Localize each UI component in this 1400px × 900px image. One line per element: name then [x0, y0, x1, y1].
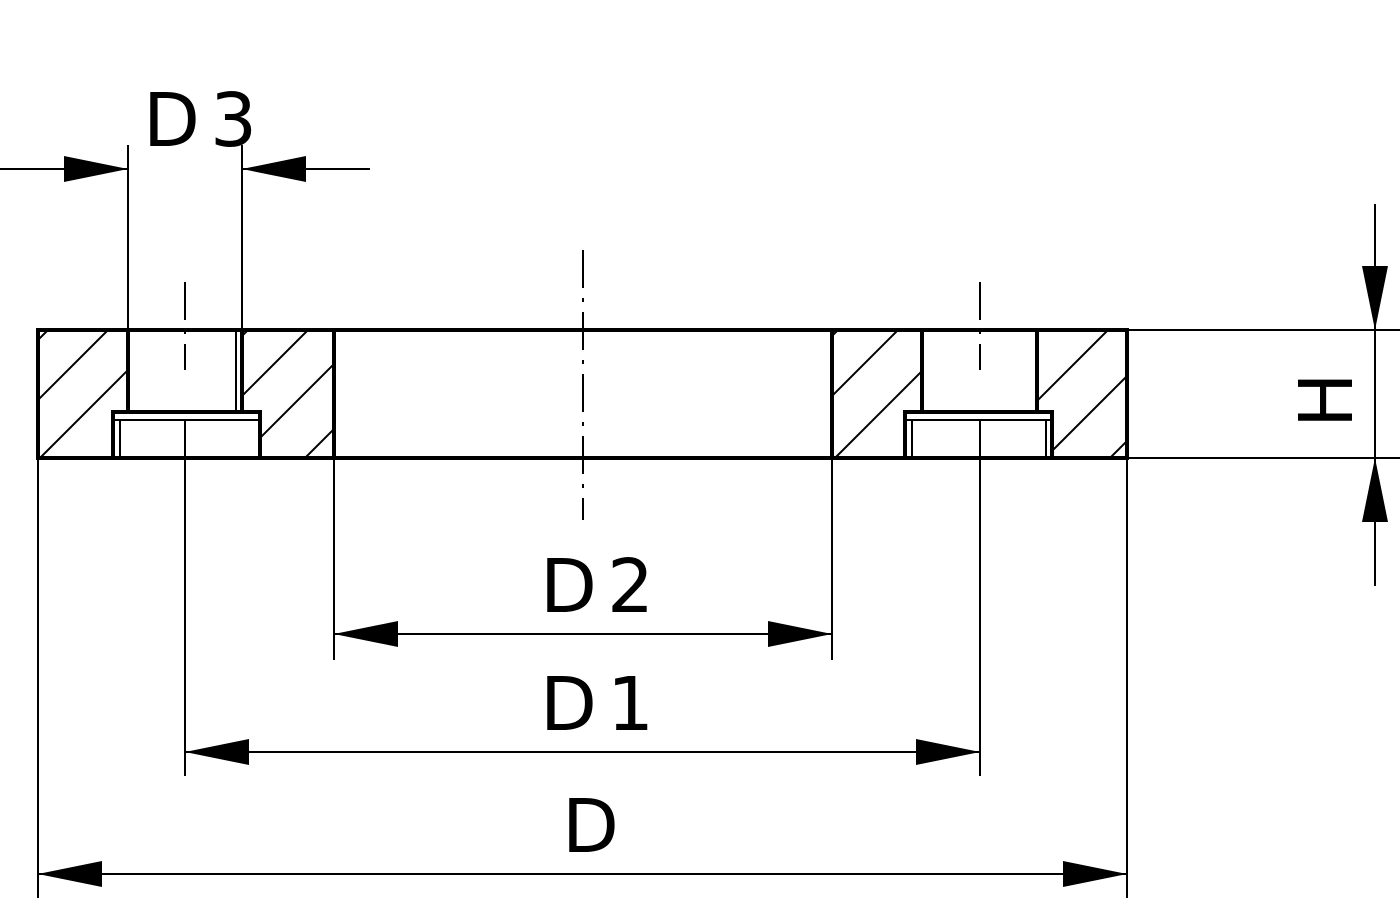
d-label: D — [562, 784, 629, 870]
d3-label: D3 — [143, 78, 267, 164]
d2-label: D2 — [540, 544, 664, 630]
h-label: H — [1284, 372, 1370, 428]
center-lines — [184, 250, 981, 520]
dimension-d2: D2 — [333, 458, 833, 660]
dimension-d: D — [37, 458, 1128, 898]
right-counterbore-hole — [903, 330, 1054, 458]
d1-label: D1 — [540, 662, 664, 748]
left-counterbore-hole — [111, 330, 262, 458]
dimension-d3: D3 — [0, 78, 370, 330]
dimension-d1: D1 — [184, 420, 981, 776]
dimension-h: H — [1127, 204, 1400, 586]
